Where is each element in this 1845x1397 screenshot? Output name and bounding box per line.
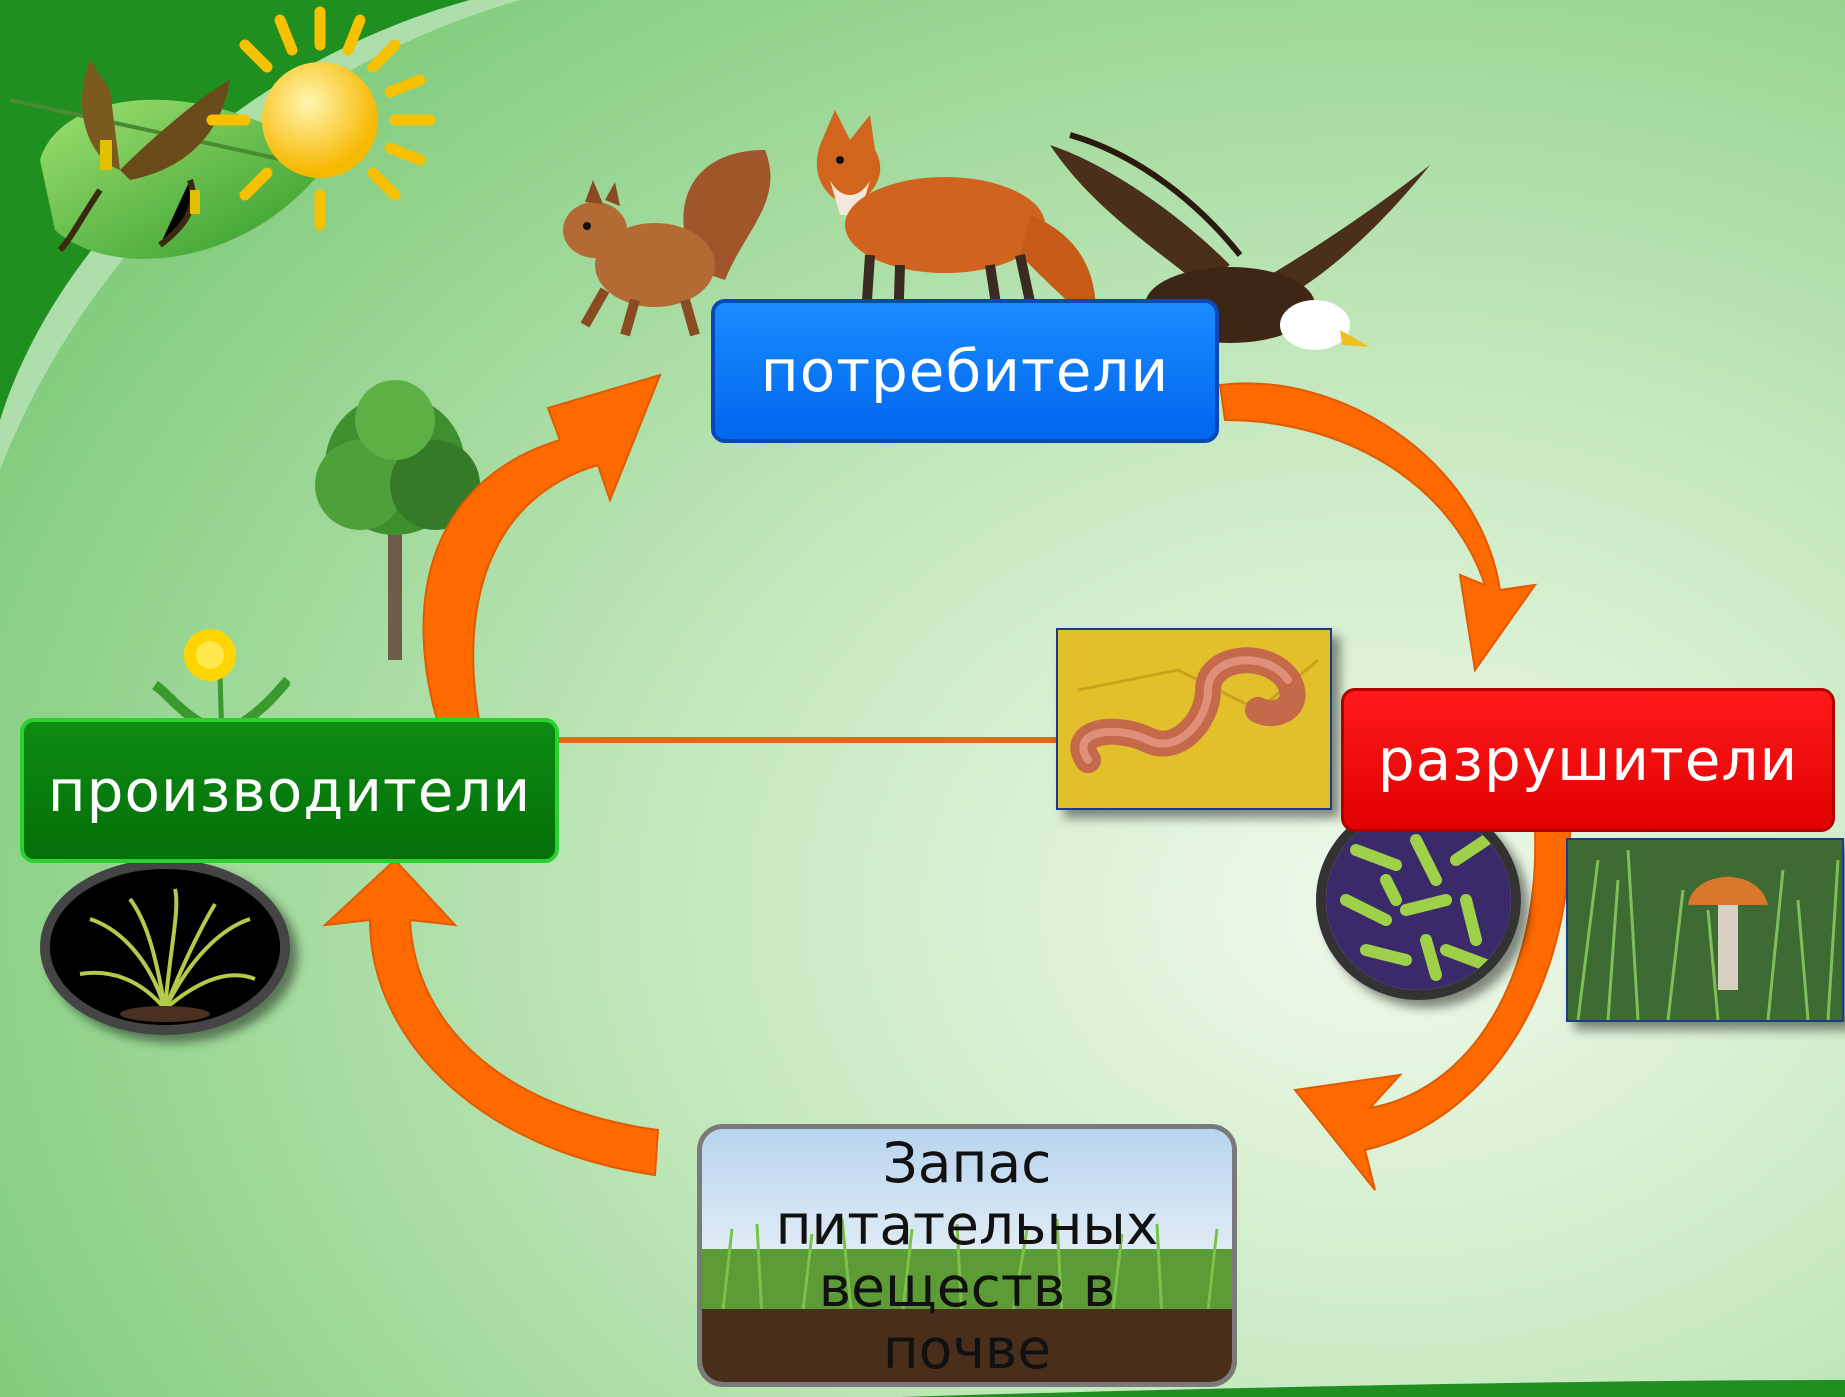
arrow-producers-to-consumers — [422, 373, 662, 732]
arrow-consumers-to-decomposers — [1218, 382, 1538, 673]
producers-label: производители — [47, 756, 532, 825]
consumers-box: потребители — [711, 299, 1219, 443]
bacteria-icon — [1326, 810, 1511, 990]
decomposers-box: разрушители — [1341, 688, 1835, 832]
tree-icon — [315, 380, 480, 660]
soil-background — [702, 1129, 1232, 1382]
arrow-decomposers-to-soil — [1293, 829, 1572, 1191]
mushroom-photo — [1566, 838, 1844, 1022]
grass-tuft-icon — [50, 869, 280, 1025]
bacteria-photo — [1316, 800, 1521, 1000]
squirrel-icon — [563, 150, 771, 337]
producers-box: производители — [20, 718, 559, 863]
fox-icon — [816, 110, 1096, 331]
decomposers-label: разрушители — [1377, 726, 1799, 794]
arrow-soil-to-producers — [322, 858, 660, 1177]
soil-nutrients-box: Запас питательных веществ в почве — [697, 1124, 1237, 1387]
butterflies-on-leaf-icon — [9, 60, 331, 259]
sun-icon — [206, 6, 435, 231]
mushroom-icon — [1568, 840, 1842, 1020]
earthworm-photo — [1056, 628, 1332, 810]
earthworm-icon — [1058, 630, 1330, 808]
soil-label: Запас питательных веществ в почве — [775, 1130, 1159, 1381]
grass-tuft-photo — [40, 859, 290, 1035]
consumers-label: потребители — [760, 337, 1170, 405]
